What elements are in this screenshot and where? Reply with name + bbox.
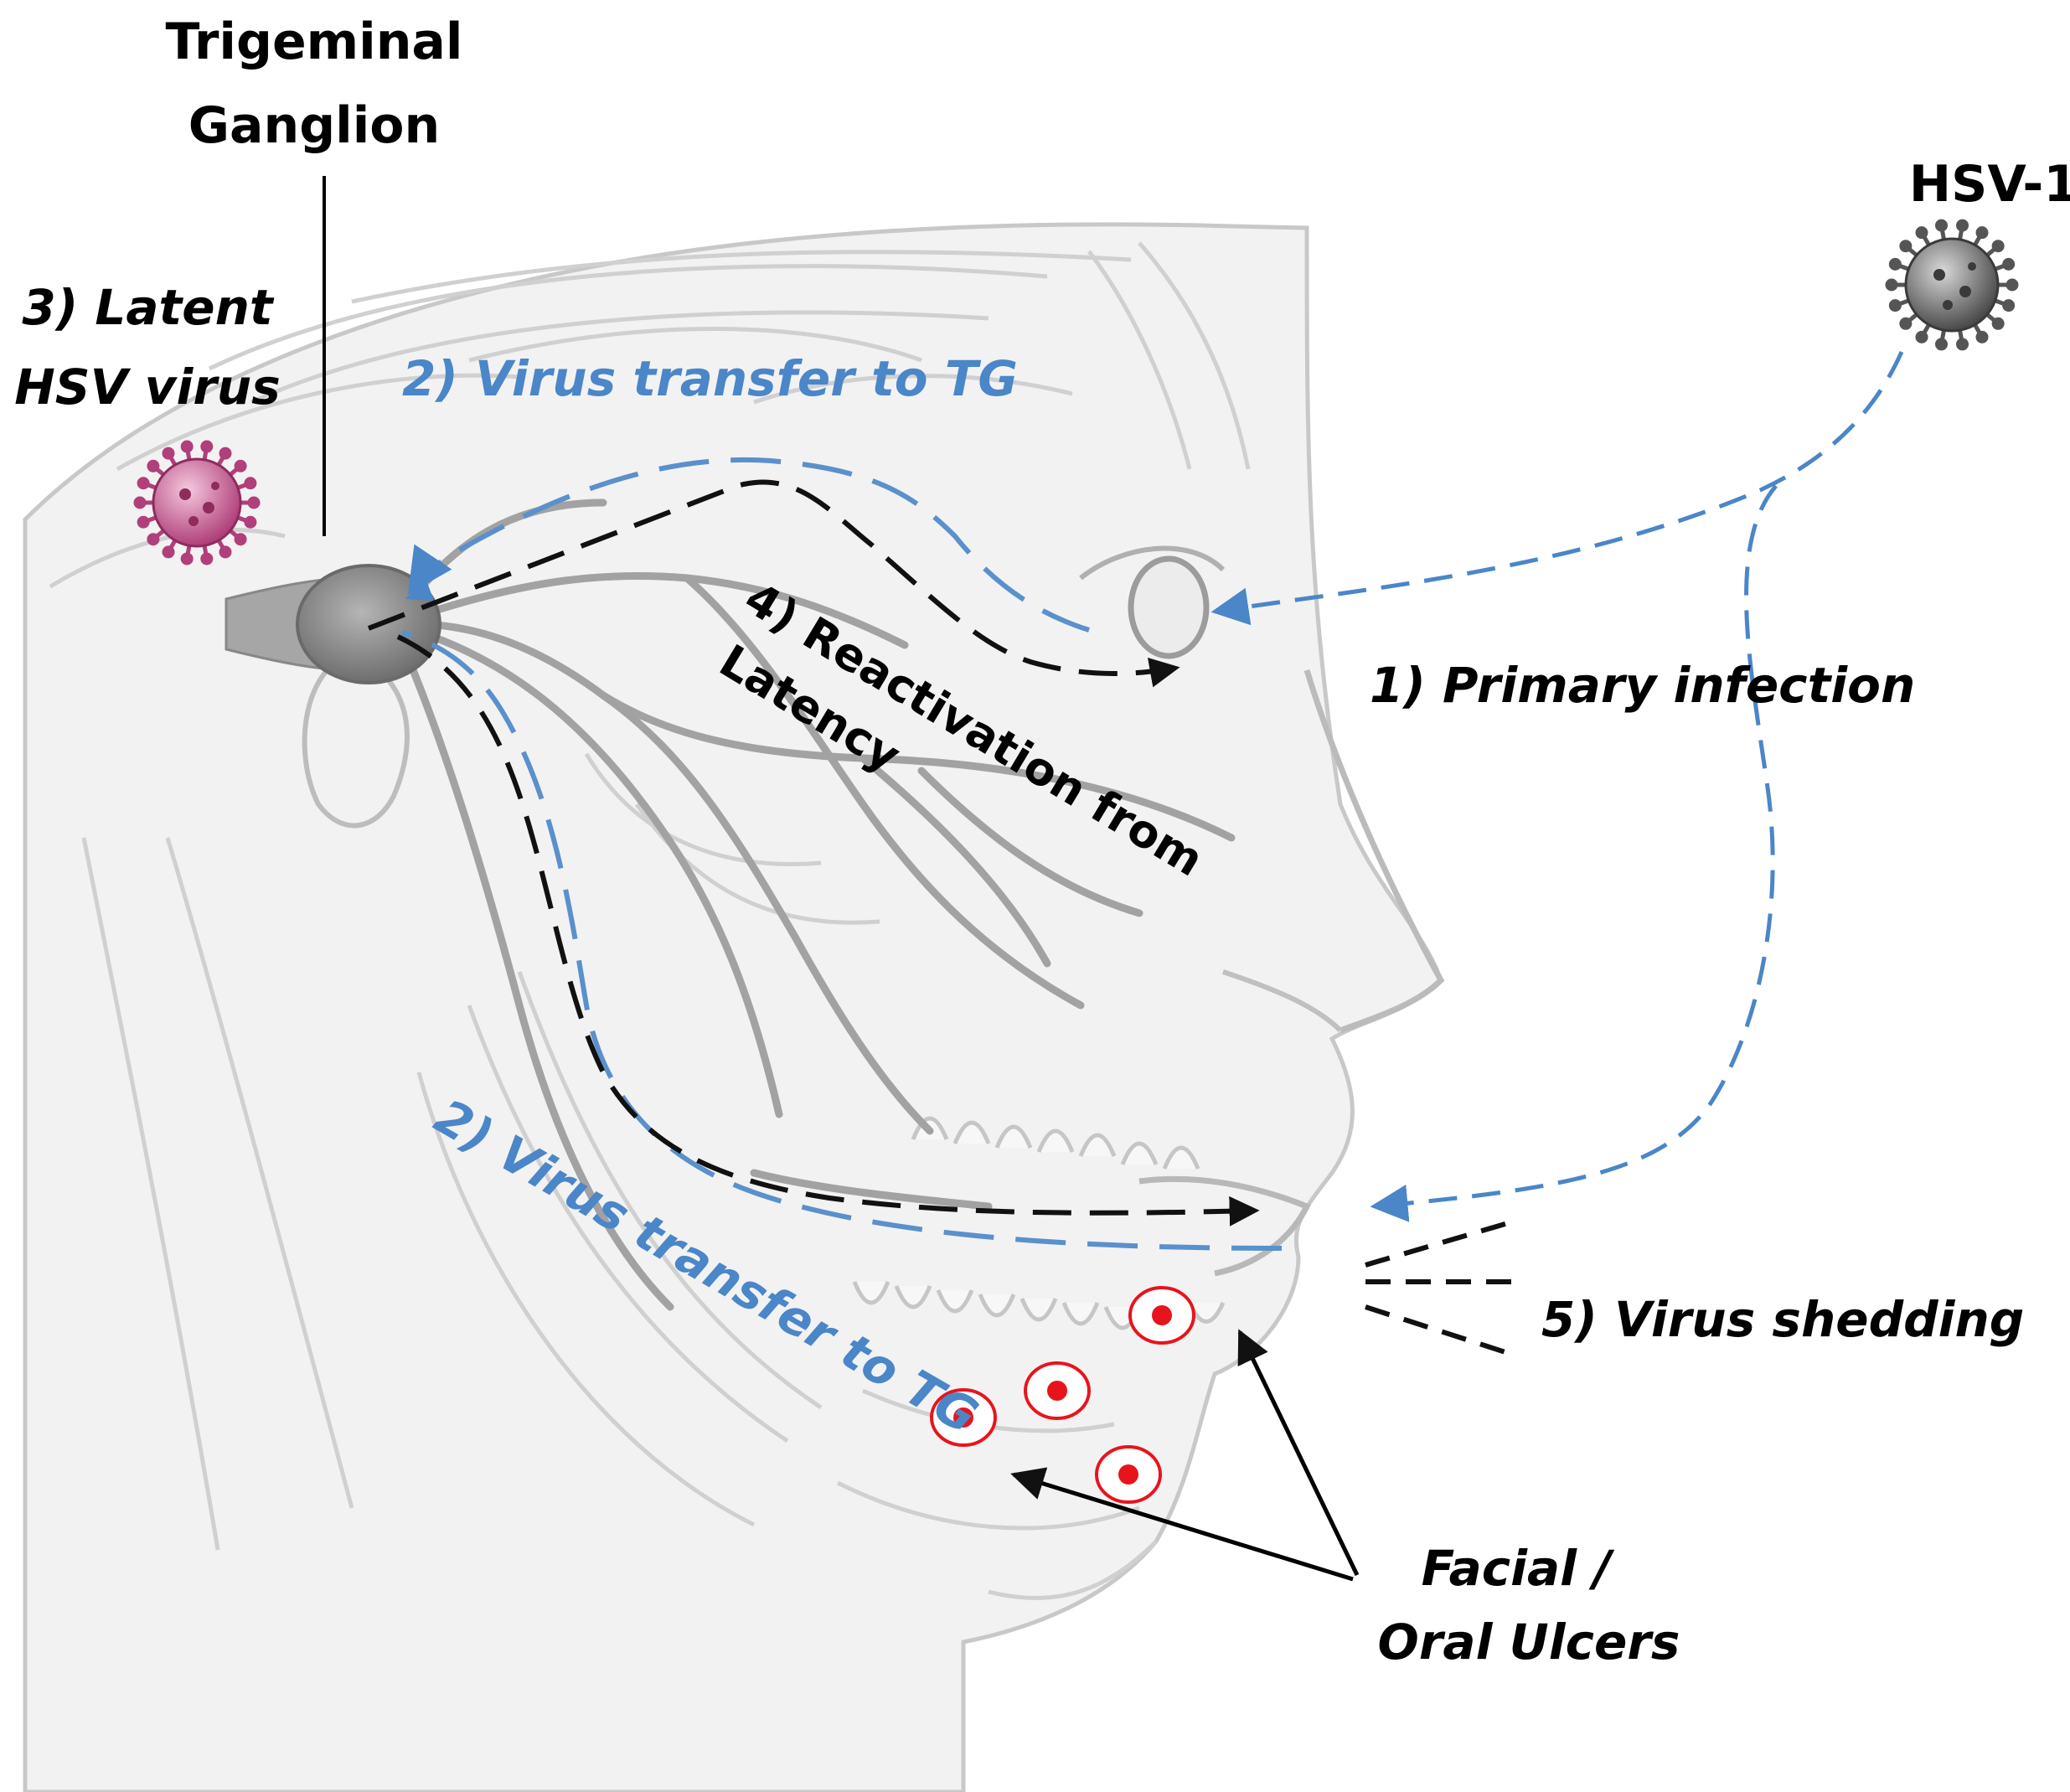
virus-spike-tip: [180, 440, 194, 453]
ulcer-pointer-arrows: [1010, 1329, 1360, 1582]
virus-spike-tip: [219, 447, 232, 460]
virus-spike-tip: [1915, 330, 1928, 343]
ulcer: [1024, 1361, 1091, 1420]
virus-spike-tip: [1956, 338, 1969, 351]
virus-spike-tip: [1934, 338, 1948, 351]
ear-outline: [302, 650, 410, 829]
ganglion-label-line1: Trigeminal: [166, 13, 463, 71]
virus-spike-tip: [234, 533, 247, 546]
virus-spike-tip: [162, 447, 175, 460]
hsv1-label: HSV-1: [1909, 155, 2070, 214]
ulcer: [1095, 1445, 1162, 1504]
virus-spike-tip: [147, 459, 160, 473]
ulcer: [930, 1388, 997, 1447]
virus-spike-tip: [247, 496, 261, 509]
virus-shedding-lines: [1365, 1221, 1516, 1356]
primary-infection-path-mouth: [1370, 484, 1778, 1222]
virus-spike-tip: [2005, 278, 2019, 292]
virus-spike-tip: [200, 552, 214, 565]
virus-spike-tip: [1934, 219, 1948, 232]
virus-spike-tip: [244, 515, 257, 529]
virus-spike-tip: [2002, 299, 2016, 312]
primary-infection-path-eye: [1211, 350, 1904, 626]
nose-outline: [1303, 669, 1445, 1034]
ganglion-label-line2: Ganglion: [188, 96, 440, 155]
shedding-label: 5) Virus shedding: [1541, 1291, 2024, 1348]
virus-spike-tip: [1956, 219, 1969, 232]
latent-label-line2: HSV virus: [14, 359, 281, 416]
virus-spike-tip: [1899, 317, 1913, 330]
mouth-outline: [1138, 1175, 1311, 1277]
virus-spike-tip: [244, 477, 257, 490]
reactivation-paths: [367, 479, 1260, 1227]
virus-spike-tip: [219, 545, 232, 559]
latent-label-line1: 3) Latent: [22, 279, 275, 336]
virus-spike-tip: [1991, 240, 2005, 253]
virus-spike-tip: [137, 515, 150, 529]
virus-spike-tip: [147, 533, 160, 546]
virus-spike-tip: [1899, 240, 1913, 253]
virus-spike-tip: [234, 459, 247, 473]
virus-spike-tip: [1991, 317, 2005, 330]
eye-outline: [1128, 555, 1210, 659]
reactivation-path-eye: [367, 479, 1180, 688]
transfer-path-top: [408, 457, 1090, 633]
ulcers-label-line1: Facial /: [1422, 1540, 1616, 1597]
virus-spike-tip: [1885, 278, 1898, 292]
virus-spike-tip: [2002, 257, 2016, 271]
transfer-label-top: 2) Virus transfer to TG: [402, 350, 1018, 407]
ulcers-label-line2: Oral Ulcers: [1378, 1614, 1680, 1671]
hsv1-virus-icon: [1885, 219, 2019, 351]
virus-spike-tip: [133, 496, 147, 509]
trigeminal-ganglion: [296, 564, 441, 684]
virus-spike-tip: [1888, 257, 1902, 271]
virus-spike-tip: [1975, 226, 1989, 240]
virus-spike-tip: [162, 545, 175, 559]
virus-transfer-paths: [401, 457, 1283, 1251]
ulcer: [1128, 1286, 1195, 1345]
ulcers-group: [930, 1286, 1195, 1504]
virus-spike-tip: [180, 552, 194, 565]
virus-spike-tip: [1915, 226, 1928, 240]
virus-spike-tip: [200, 440, 214, 453]
primary-infection-paths: [1211, 350, 1904, 1222]
transfer-path-bottom: [401, 630, 1283, 1251]
primary-infection-label: 1) Primary infection: [1370, 657, 1915, 714]
transfer-arrowhead: [405, 578, 434, 601]
virus-spike-tip: [1975, 330, 1989, 343]
virus-spike-tip: [137, 477, 150, 490]
reactivation-path-lip: [396, 634, 1260, 1227]
latent-virus-icon: [133, 440, 261, 565]
lower-teeth: [852, 1281, 1226, 1330]
virus-spike-tip: [1888, 299, 1902, 312]
upper-teeth: [911, 1116, 1200, 1170]
